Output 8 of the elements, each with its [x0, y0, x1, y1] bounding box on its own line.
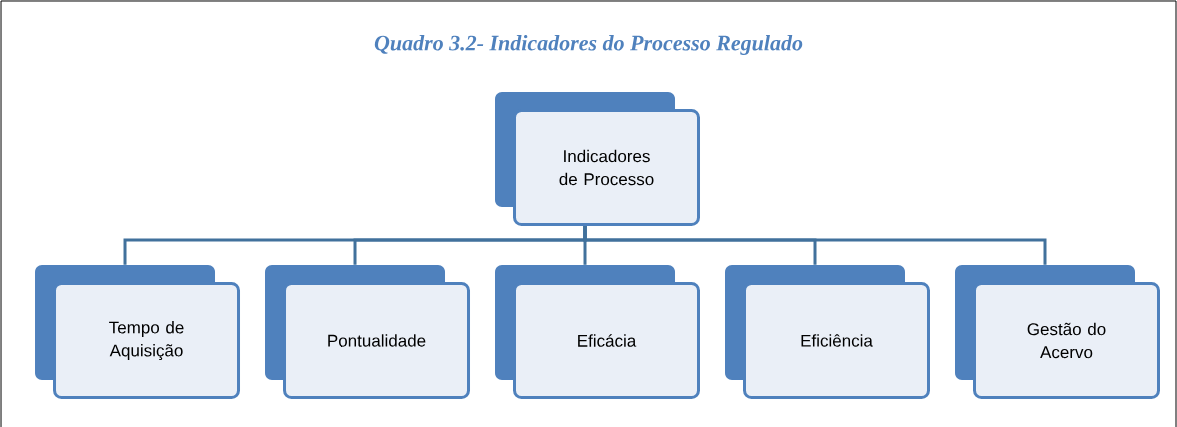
title: Quadro 3.2- Indicadores do Processo Regulado: [374, 35, 803, 55]
process-box: Indicadores de Processo: [495, 92, 700, 226]
process-box: Pontualidade: [265, 265, 470, 399]
connector: [583, 226, 1047, 265]
process-box: Tempo de Aquisição: [35, 265, 240, 399]
process-box: Eficiência: [725, 265, 930, 399]
process-box: Eficácia: [495, 265, 700, 399]
process-box: Gestão do Acervo: [955, 265, 1160, 399]
